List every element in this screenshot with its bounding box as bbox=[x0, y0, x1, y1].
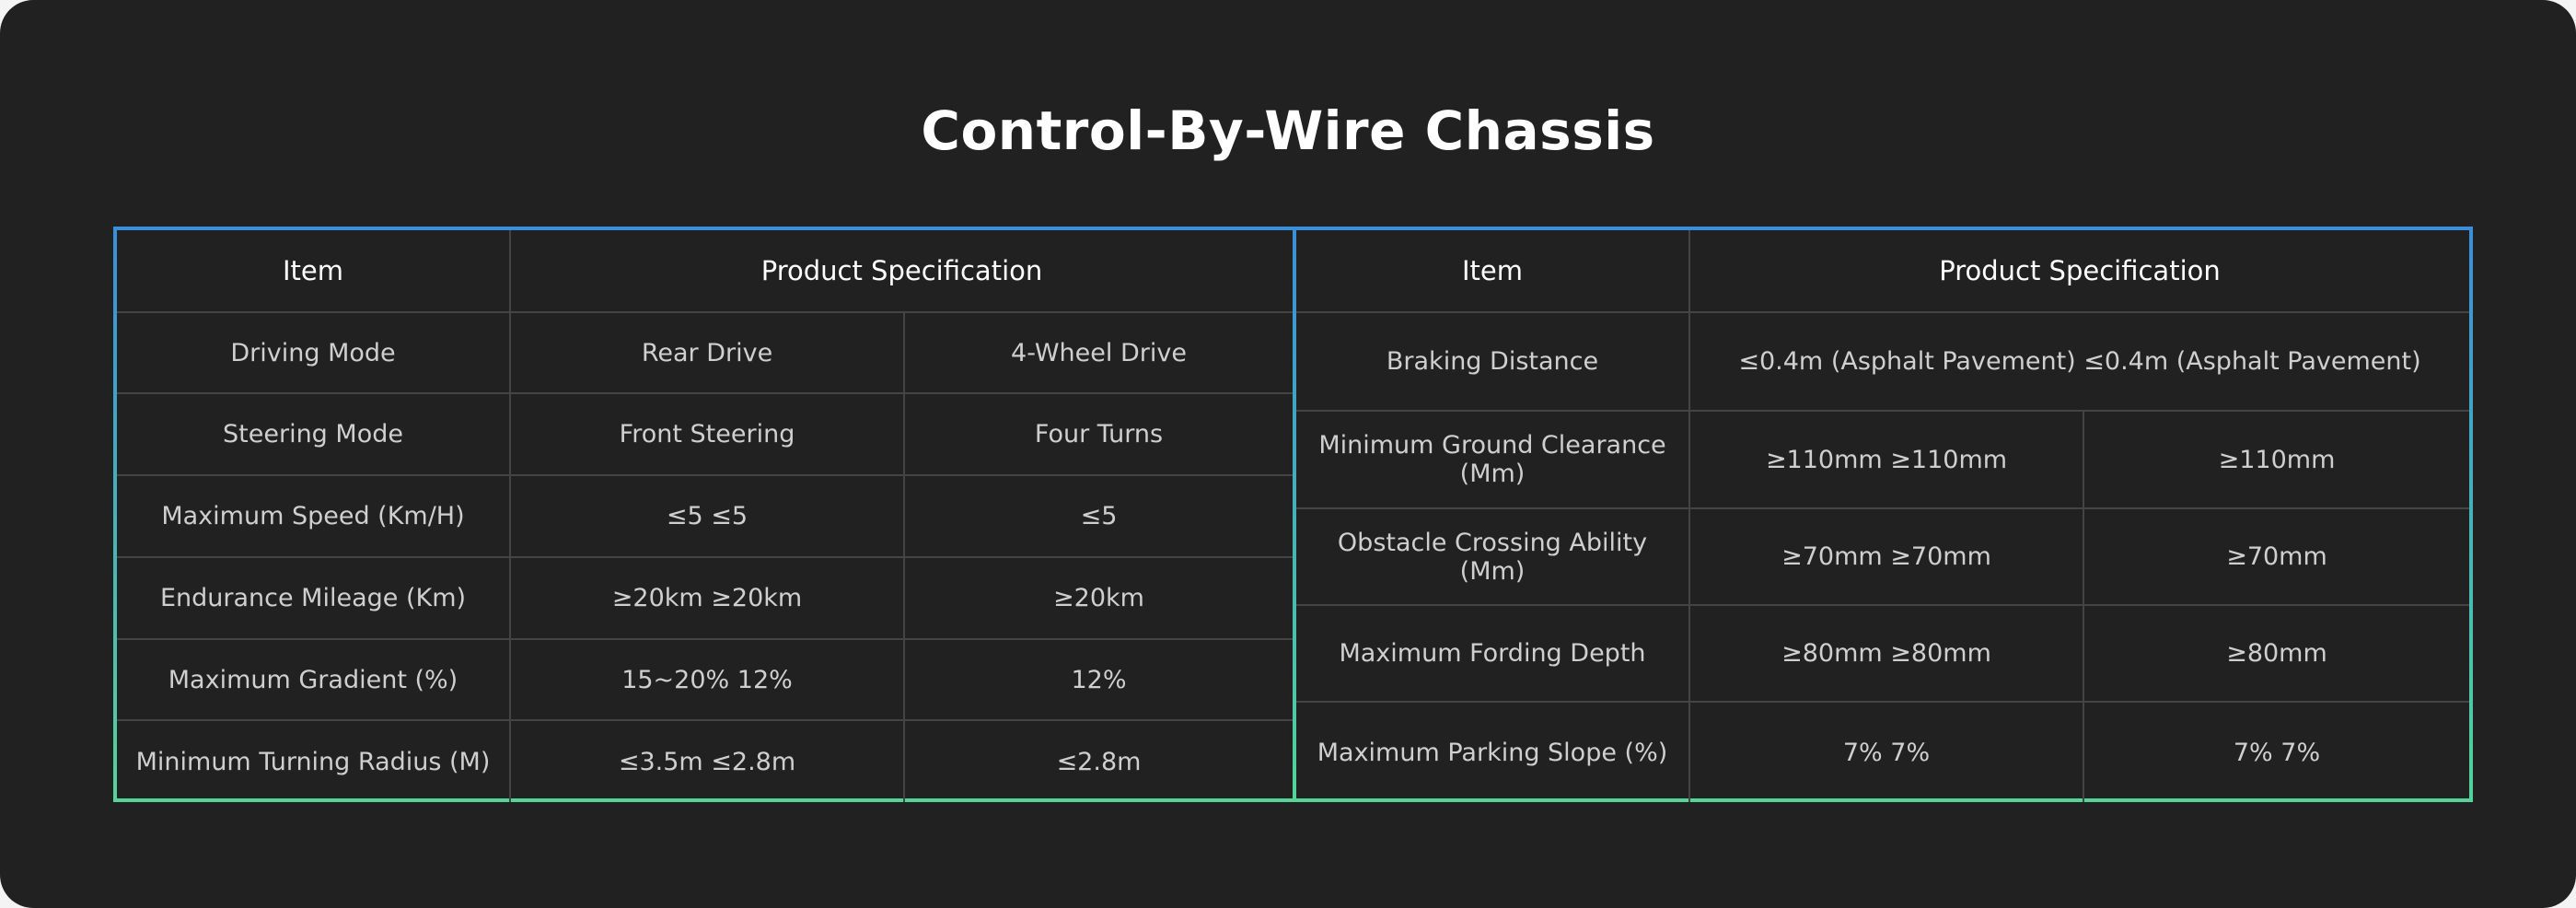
row-label: Endurance Mileage (Km) bbox=[117, 556, 511, 640]
row-value: Four Turns bbox=[903, 392, 1293, 476]
header-item: Item bbox=[117, 230, 511, 313]
row-value: ≥70mm bbox=[2083, 507, 2469, 606]
right-spec-table: Item Product Specification Braking Dista… bbox=[1296, 230, 2469, 802]
row-value: ≤0.4m (Asphalt Pavement) ≤0.4m (Asphalt … bbox=[1688, 311, 2469, 412]
table-row: Driving Mode Rear Drive 4-Wheel Drive bbox=[117, 311, 1293, 394]
row-label: Obstacle Crossing Ability (Mm) bbox=[1296, 507, 1690, 606]
row-value: ≥70mm ≥70mm bbox=[1688, 507, 2084, 606]
row-value: 15~20% 12% bbox=[509, 638, 905, 721]
row-value: ≥110mm ≥110mm bbox=[1688, 410, 2084, 509]
row-label: Minimum Ground Clearance (Mm) bbox=[1296, 410, 1690, 509]
table-divider bbox=[1293, 227, 1296, 802]
row-value: ≤3.5m ≤2.8m bbox=[509, 719, 905, 802]
table-header-row: Item Product Specification bbox=[117, 230, 1293, 313]
table-row: Endurance Mileage (Km) ≥20km ≥20km ≥20km bbox=[117, 556, 1293, 640]
header-spec: Product Specification bbox=[509, 230, 1293, 313]
page-title: Control-By-Wire Chassis bbox=[921, 99, 1655, 162]
left-spec-table: Item Product Specification Driving Mode … bbox=[117, 230, 1293, 802]
table-row: Maximum Speed (Km/H) ≤5 ≤5 ≤5 bbox=[117, 474, 1293, 558]
row-value: 7% 7% bbox=[1688, 701, 2084, 802]
row-label: Steering Mode bbox=[117, 392, 511, 476]
row-label: Driving Mode bbox=[117, 311, 511, 394]
table-row: Minimum Turning Radius (M) ≤3.5m ≤2.8m ≤… bbox=[117, 719, 1293, 802]
table-row: Minimum Ground Clearance (Mm) ≥110mm ≥11… bbox=[1296, 410, 2469, 509]
header-spec: Product Specification bbox=[1688, 230, 2469, 313]
row-value: Front Steering bbox=[509, 392, 905, 476]
row-value: ≥20km ≥20km bbox=[509, 556, 905, 640]
row-value: ≥80mm ≥80mm bbox=[1688, 604, 2084, 703]
table-header-row: Item Product Specification bbox=[1296, 230, 2469, 313]
table-row: Maximum Fording Depth ≥80mm ≥80mm ≥80mm bbox=[1296, 604, 2469, 703]
row-value: ≥20km bbox=[903, 556, 1293, 640]
row-value: ≥80mm bbox=[2083, 604, 2469, 703]
row-label: Maximum Fording Depth bbox=[1296, 604, 1690, 703]
row-value: 4-Wheel Drive bbox=[903, 311, 1293, 394]
row-label: Maximum Parking Slope (%) bbox=[1296, 701, 1690, 802]
row-value: ≥110mm bbox=[2083, 410, 2469, 509]
row-value: Rear Drive bbox=[509, 311, 905, 394]
table-row: Obstacle Crossing Ability (Mm) ≥70mm ≥70… bbox=[1296, 507, 2469, 606]
row-value: ≤5 ≤5 bbox=[509, 474, 905, 558]
table-row: Maximum Gradient (%) 15~20% 12% 12% bbox=[117, 638, 1293, 721]
row-value: ≤5 bbox=[903, 474, 1293, 558]
row-label: Maximum Gradient (%) bbox=[117, 638, 511, 721]
table-row: Maximum Parking Slope (%) 7% 7% 7% 7% bbox=[1296, 701, 2469, 802]
table-row: Steering Mode Front Steering Four Turns bbox=[117, 392, 1293, 476]
row-value: ≤2.8m bbox=[903, 719, 1293, 802]
row-value: 12% bbox=[903, 638, 1293, 721]
table-row: Braking Distance ≤0.4m (Asphalt Pavement… bbox=[1296, 311, 2469, 412]
header-item: Item bbox=[1296, 230, 1690, 313]
row-label: Braking Distance bbox=[1296, 311, 1690, 412]
row-value: 7% 7% bbox=[2083, 701, 2469, 802]
row-label: Maximum Speed (Km/H) bbox=[117, 474, 511, 558]
row-label: Minimum Turning Radius (M) bbox=[117, 719, 511, 802]
